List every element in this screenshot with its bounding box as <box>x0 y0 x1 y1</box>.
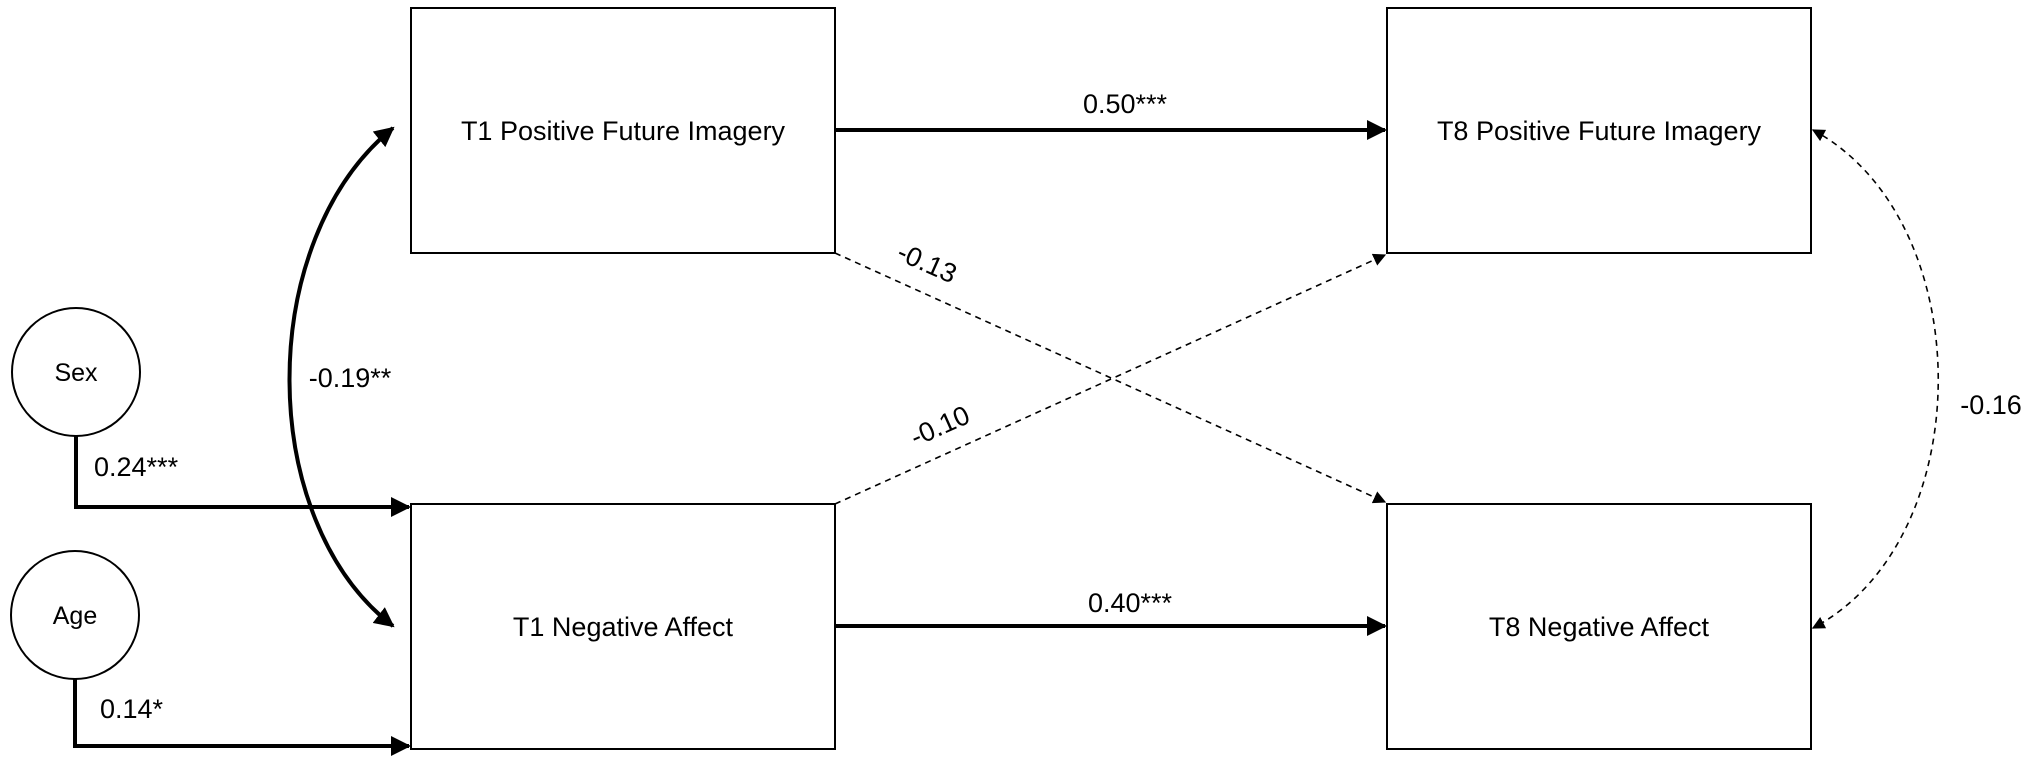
coef-t1pos-t8neg: -0.13 <box>893 237 961 289</box>
path-t1pos-t8neg <box>834 252 1387 504</box>
coef-t1-covariance: -0.19** <box>309 363 392 393</box>
path-t1neg-t8pos <box>834 253 1387 505</box>
coef-age-t1neg: 0.14* <box>100 694 164 724</box>
sex-label: Sex <box>54 359 98 387</box>
covariance-t8 <box>1811 129 1939 629</box>
age-label: Age <box>53 602 97 630</box>
t1-positive-label: T1 Positive Future Imagery <box>461 116 786 146</box>
coef-t1neg-t8neg: 0.40*** <box>1088 588 1173 618</box>
path-sex-t1neg <box>74 436 411 517</box>
coef-t1pos-t8pos: 0.50*** <box>1083 89 1168 119</box>
t1-negative-label: T1 Negative Affect <box>513 612 734 642</box>
path-age-t1neg <box>73 679 411 756</box>
coef-t1neg-t8pos: -0.10 <box>906 400 974 452</box>
coef-sex-t1neg: 0.24*** <box>94 452 179 482</box>
t8-negative-box <box>1386 503 1812 750</box>
t8-negative-label: T8 Negative Affect <box>1489 612 1710 642</box>
coef-t8-covariance: -0.16 <box>1960 390 2022 420</box>
t1-positive-box <box>410 7 836 254</box>
t8-positive-box <box>1386 7 1812 254</box>
t8-positive-label: T8 Positive Future Imagery <box>1437 116 1762 146</box>
covariance-t1 <box>287 126 395 628</box>
t1-negative-box <box>410 503 836 750</box>
